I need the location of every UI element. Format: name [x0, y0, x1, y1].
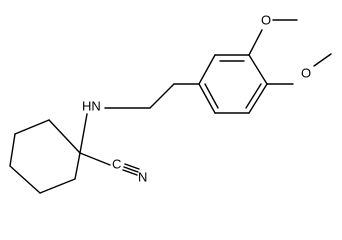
benzene-ring	[198, 54, 268, 114]
nitrile-n-label: N	[138, 169, 147, 184]
oxygen-lower-label: O	[301, 65, 311, 80]
cyclohexane-ring	[9, 119, 81, 194]
nitrile-group: C N	[79, 152, 147, 184]
ring-bond	[9, 165, 41, 194]
triple-bond	[124, 163, 140, 170]
double-bond	[245, 83, 262, 109]
ring-bond	[48, 119, 81, 154]
amine-linker: HN	[79, 83, 200, 154]
o-ch3-bond	[313, 53, 332, 67]
triple-bond	[123, 166, 139, 173]
ring-bond	[9, 133, 16, 167]
ring-bond	[14, 119, 50, 135]
c-n-bond	[79, 113, 88, 154]
ring-bond	[198, 83, 216, 114]
ring-bond	[248, 83, 268, 114]
ring-bond	[74, 152, 81, 180]
ring-bond	[248, 54, 268, 85]
methoxy-upper: O	[248, 12, 298, 56]
c-o-bond	[248, 29, 263, 56]
ring-bond	[39, 178, 76, 194]
ring-bond	[198, 54, 216, 85]
methoxy-lower: O	[266, 53, 332, 85]
amine-label: HN	[82, 98, 101, 113]
nitrile-c-label: C	[112, 156, 121, 171]
double-bond	[204, 83, 219, 109]
triple-bond	[122, 169, 138, 176]
oxygen-upper-label: O	[261, 12, 271, 27]
molecule-diagram: C N HN O O	[9, 12, 332, 194]
ethyl-bond	[149, 83, 175, 109]
nitrile-bond	[79, 152, 111, 166]
